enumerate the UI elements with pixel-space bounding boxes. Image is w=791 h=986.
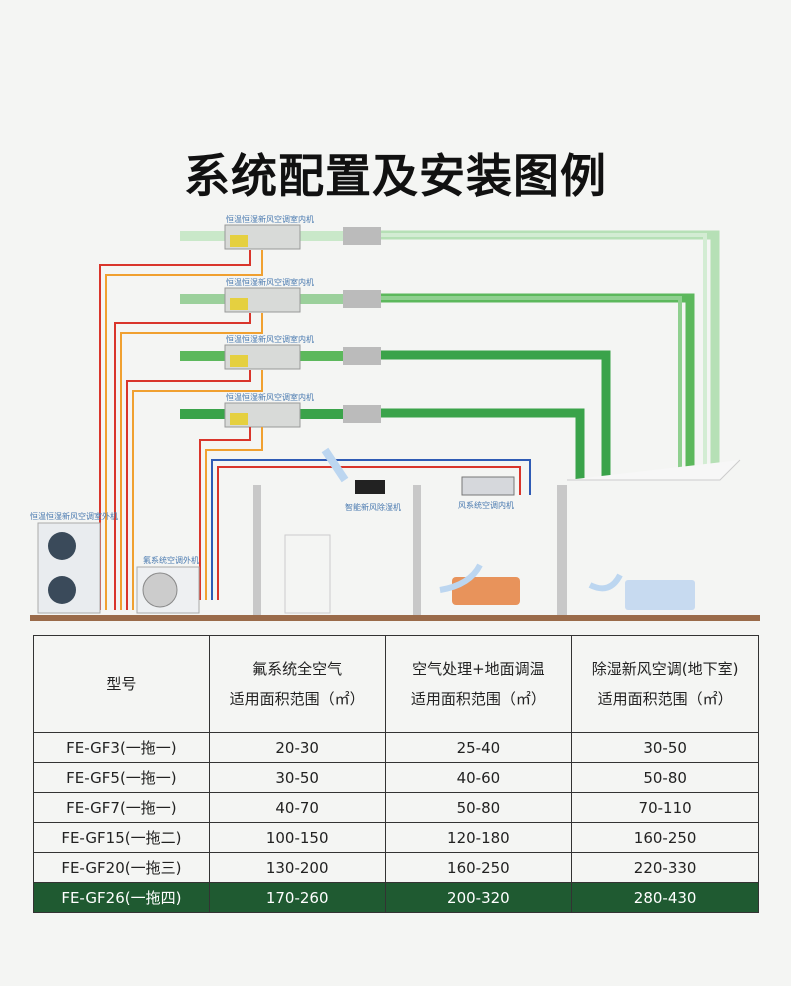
cell-value: 100-150 [209,823,385,853]
table-row: FE-GF15(一拖二) 100-150 120-180 160-250 [34,823,759,853]
cell-value: 220-330 [572,853,759,883]
ducted-unit-label: 风系统空调内机 [458,500,514,510]
ducted-unit: 风系统空调内机 [458,477,514,510]
header-dehumidify-basement: 除湿新风空调(地下室) 适用面积范围（㎡） [572,636,759,733]
cell-model: FE-GF15(一拖二) [34,823,210,853]
table-row: FE-GF3(一拖一) 20-30 25-40 30-50 [34,733,759,763]
cell-value: 30-50 [572,733,759,763]
svg-text:恒温恒湿新风空调室内机: 恒温恒湿新风空调室内机 [226,392,314,402]
outdoor-fresh-unit: 恒温恒湿新风空调室外机 [30,511,118,613]
cell-value: 280-430 [572,883,759,913]
system-installation-diagram: 恒温恒湿新风空调室内机 恒温恒湿新风空调室内机 恒温恒湿新风空调室内机 恒温恒湿… [0,205,791,630]
duct-risers [380,235,715,480]
header-fluorine-system: 氟系统全空气 适用面积范围（㎡） [209,636,385,733]
svg-text:恒温恒湿新风空调室内机: 恒温恒湿新风空调室内机 [226,277,314,287]
table-header-row: 型号 氟系统全空气 适用面积范围（㎡） 空气处理+地面调温 适用面积范围（㎡） … [34,636,759,733]
cell-value: 130-200 [209,853,385,883]
cell-value: 20-30 [209,733,385,763]
bed [625,580,695,610]
cell-value: 50-80 [572,763,759,793]
cell-value: 200-320 [385,883,572,913]
ac-outdoor-unit: 氟系统空调外机 [137,555,199,613]
header-air-floor: 空气处理+地面调温 适用面积范围（㎡） [385,636,572,733]
cell-value: 160-250 [385,853,572,883]
kitchen-cabinet [285,535,330,613]
ac-outdoor-label: 氟系统空调外机 [143,555,199,565]
cell-model: FE-GF5(一拖一) [34,763,210,793]
cell-model: FE-GF26(一拖四) [34,883,210,913]
cell-value: 120-180 [385,823,572,853]
dehumidifier-label: 智能新风除湿机 [345,502,401,512]
cell-model: FE-GF20(一拖三) [34,853,210,883]
table-row: FE-GF5(一拖一) 30-50 40-60 50-80 [34,763,759,793]
svg-text:恒温恒湿新风空调室内机: 恒温恒湿新风空调室内机 [226,334,314,344]
cell-value: 30-50 [209,763,385,793]
indoor-unit-label: 恒温恒湿新风空调室内机 [226,214,314,224]
table-row: FE-GF20(一拖三) 130-200 160-250 220-330 [34,853,759,883]
cell-model: FE-GF3(一拖一) [34,733,210,763]
dehumidifier: 智能新风除湿机 [345,480,401,512]
table-row-highlighted: FE-GF26(一拖四) 170-260 200-320 280-430 [34,883,759,913]
cell-value: 50-80 [385,793,572,823]
header-model: 型号 [34,636,210,733]
cell-value: 70-110 [572,793,759,823]
spec-table: 型号 氟系统全空气 适用面积范围（㎡） 空气处理+地面调温 适用面积范围（㎡） … [33,635,759,913]
cell-value: 40-60 [385,763,572,793]
page-title: 系统配置及安装图例 [0,140,791,206]
cell-value: 160-250 [572,823,759,853]
outdoor-fresh-label: 恒温恒湿新风空调室外机 [30,511,118,521]
cell-model: FE-GF7(一拖一) [34,793,210,823]
cell-value: 40-70 [209,793,385,823]
cell-value: 170-260 [209,883,385,913]
table-row: FE-GF7(一拖一) 40-70 50-80 70-110 [34,793,759,823]
cell-value: 25-40 [385,733,572,763]
